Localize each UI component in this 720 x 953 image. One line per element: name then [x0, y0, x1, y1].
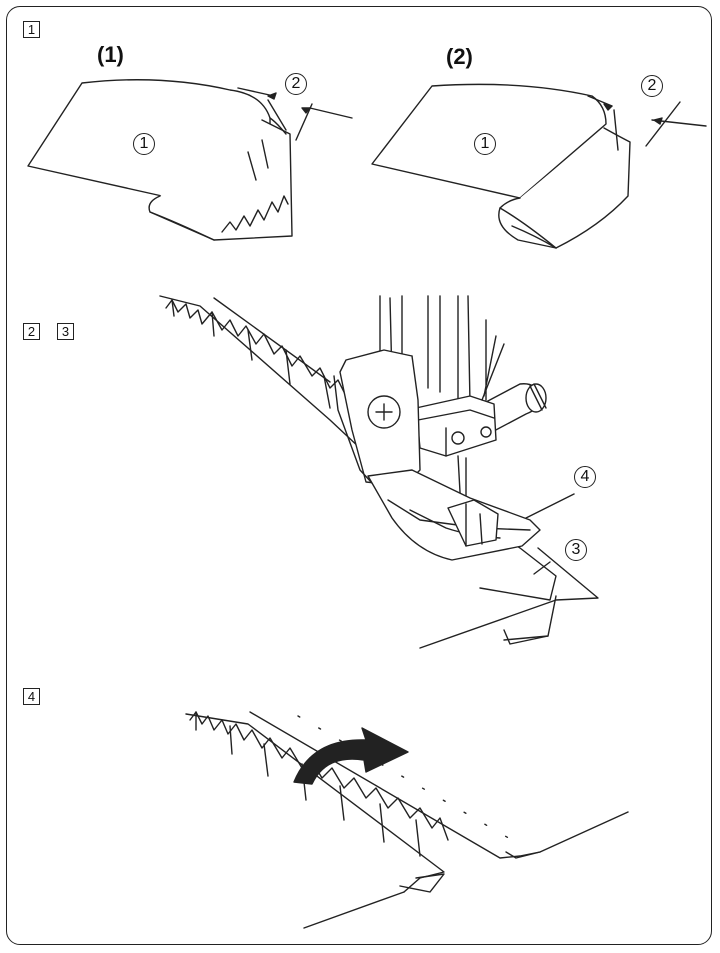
blind-hem-stitch [165, 299, 351, 405]
fold-arrow [293, 727, 409, 785]
fabric-fold-plain [371, 83, 707, 249]
zigzag-stitch [221, 195, 289, 233]
panel-label-1: (1) [97, 42, 124, 67]
unfolded-hem [185, 711, 629, 929]
callout-fold: 3 [565, 539, 587, 561]
callout-fabric-2: 1 [474, 133, 496, 155]
panel-label-2: (2) [446, 44, 473, 69]
zigzag-stitch-4 [189, 711, 449, 841]
guide-plate [447, 499, 499, 547]
step-number-2: 2 [23, 323, 40, 340]
step-number-4: 4 [23, 688, 40, 705]
callout-fabric-1: 1 [133, 133, 155, 155]
callout-width-1: 2 [285, 73, 307, 95]
callout-width-2: 2 [641, 75, 663, 97]
diagram-frame [6, 6, 712, 945]
step-number-1: 1 [23, 21, 40, 38]
thumb-screw [485, 383, 547, 433]
step-number-3: 3 [57, 323, 74, 340]
callout-guide: 4 [574, 466, 596, 488]
fabric-fold-zigzag [27, 79, 353, 241]
presser-foot-assembly [159, 295, 599, 649]
